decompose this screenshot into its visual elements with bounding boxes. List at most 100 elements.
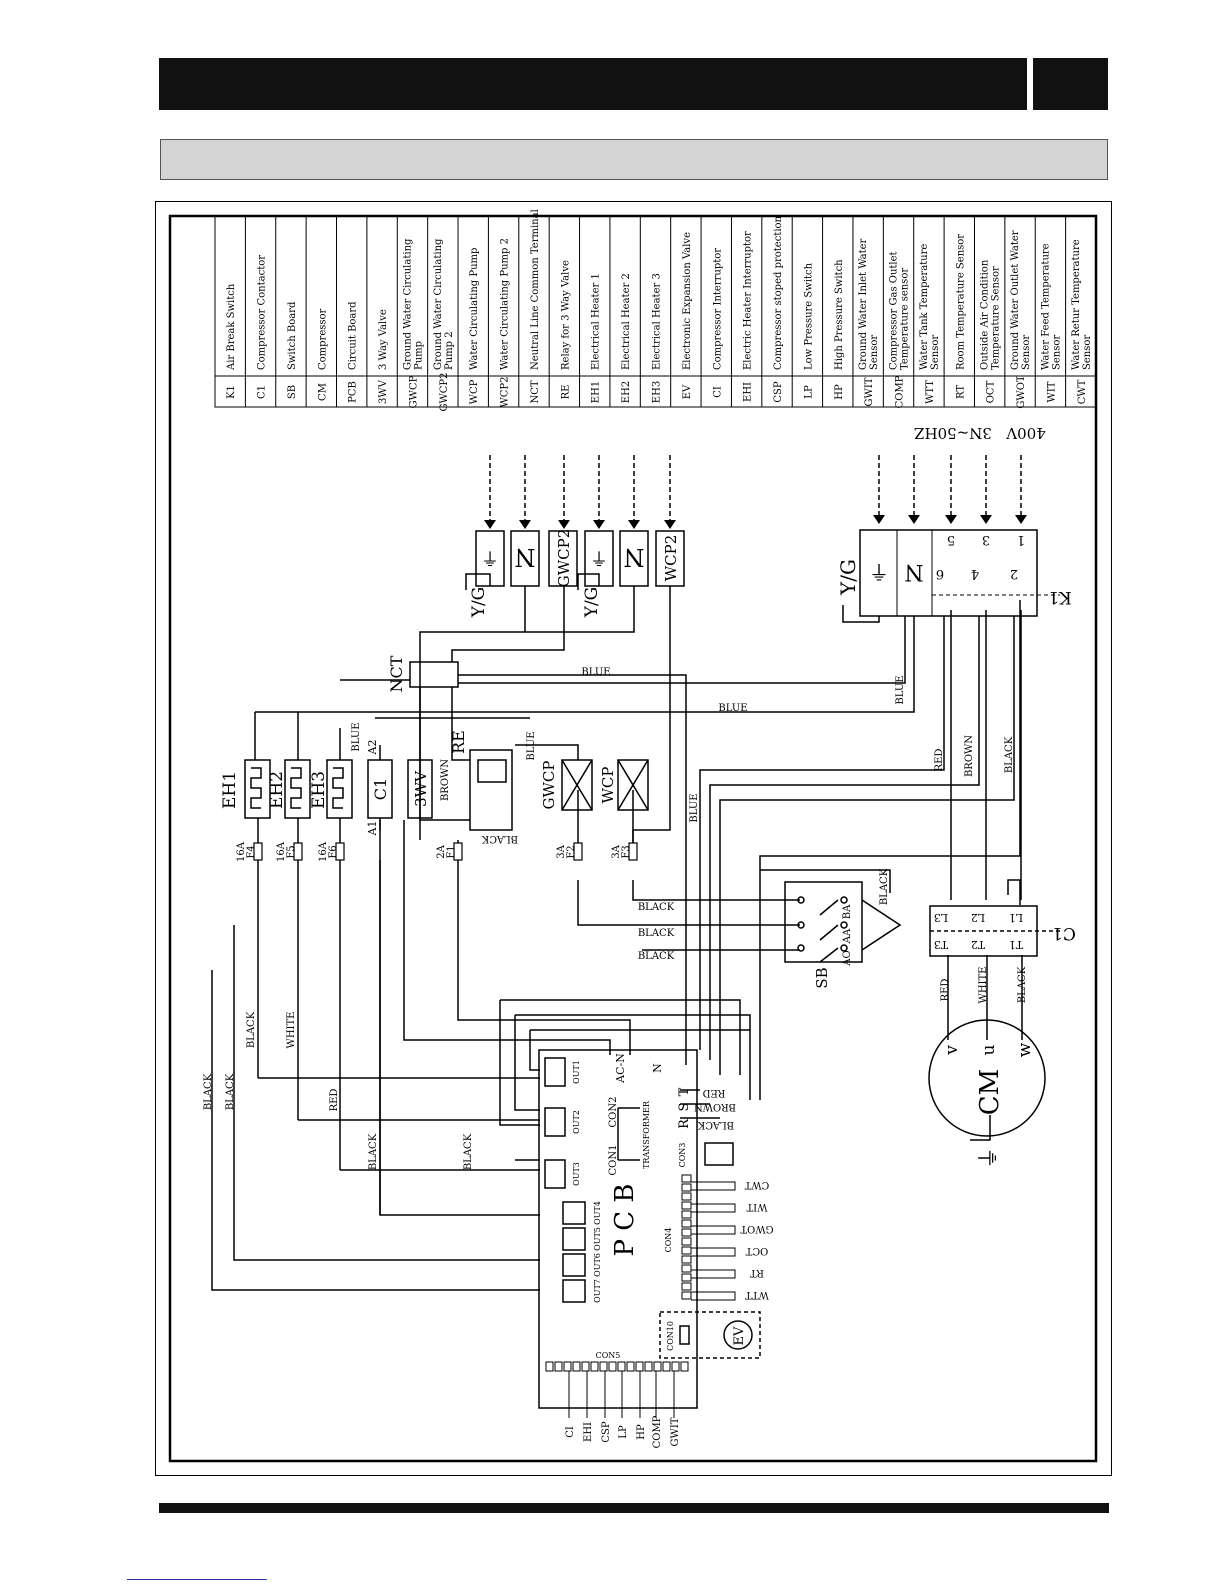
eh2-label: EH2 — [267, 771, 287, 809]
legend-desc: Electric Heater Interruptor — [743, 231, 754, 370]
out-yg-1: Y/G — [469, 587, 489, 619]
sb-terminal: AO — [842, 950, 853, 966]
con5-signal-label: LP — [618, 1425, 629, 1439]
wire-color-label: BLACK — [1017, 966, 1028, 1003]
legend-desc: Water Tank TemperatureSensor — [919, 244, 941, 370]
con4-sensor-label: GWOT — [740, 1223, 773, 1234]
wire-color-label: BLACK — [638, 928, 675, 939]
legend-code: CSP — [773, 381, 784, 403]
pcb-con2-label: CON2 — [608, 1097, 619, 1128]
con5-pin — [572, 1361, 581, 1372]
legend-desc: Compressor Interruptor — [712, 248, 723, 370]
legend-desc: Water Circulating Pump 2 — [500, 238, 511, 370]
con5-pin — [581, 1361, 590, 1372]
footer-link-underline[interactable] — [127, 1579, 267, 1580]
c1-label: C1 — [1052, 923, 1076, 943]
legend-desc: Switch Board — [287, 301, 298, 370]
wire-color-label: BLACK — [225, 1073, 236, 1110]
con5-pin — [644, 1361, 653, 1372]
legend-desc: Outside Air ConditionTemperature Sensor — [980, 259, 1002, 370]
pcb-n-label: N — [651, 1063, 664, 1073]
con4-pin — [681, 1264, 692, 1273]
out-neutral-2: N — [624, 543, 645, 571]
pcb-board — [538, 1049, 761, 1409]
svg-text:w: w — [1015, 1042, 1035, 1057]
c1-terminal: L1 — [1009, 911, 1023, 924]
legend-code: LP — [803, 385, 814, 399]
sb-terminal: BA — [842, 904, 853, 919]
con4-sensor-label: OCT — [745, 1245, 768, 1256]
wire-color-label: BLACK — [203, 1073, 214, 1110]
legend-desc: Electrical Heater 3 — [652, 273, 663, 370]
c1-contactor — [929, 905, 1060, 957]
con4-pin — [681, 1255, 692, 1264]
k1-earth: ⏚ — [869, 561, 889, 585]
wcp-label: WCP — [599, 767, 617, 804]
con5-pin — [608, 1361, 617, 1372]
legend-code: WCP — [469, 379, 480, 404]
con4-pin — [681, 1183, 692, 1192]
footer-bar — [159, 1503, 1109, 1513]
legend-code: GWIT — [864, 377, 875, 406]
legend-desc: Compressor Gas OutletTemperature sensor — [889, 251, 911, 370]
out-earth-2: ⏚ — [590, 550, 608, 571]
legend-code: GWCP2 — [439, 372, 450, 411]
cm-label: CM — [975, 1069, 1005, 1116]
wire-color-label: RED — [703, 1087, 726, 1098]
legend-desc: Ground Water CirculatingPump 2 — [433, 238, 455, 370]
pcb-t-label: T — [677, 1087, 692, 1096]
pcb-transformer-label: TRANSFORMER — [642, 1100, 651, 1169]
header-page-box — [1033, 58, 1108, 110]
out-gwcp2: GWCP2 — [555, 529, 573, 588]
fuse-rating: 16A — [276, 841, 287, 862]
pcb-r-label: R — [677, 1118, 692, 1129]
fuse-rating: 2A — [436, 844, 447, 858]
legend-code: WIT — [1046, 381, 1057, 402]
con4-pin — [681, 1210, 692, 1219]
k1-neutral: N — [904, 559, 923, 584]
gwcp-label: GWCP — [540, 761, 558, 810]
legend-desc: High Pressure Switch — [834, 259, 845, 370]
wire-color-label: BLACK — [368, 1133, 379, 1170]
pcb-con10-label: CON10 — [666, 1321, 675, 1351]
c1-terminal: L3 — [934, 911, 948, 924]
out-wcp2: WCP2 — [662, 535, 680, 582]
legend-code: RT — [955, 385, 966, 399]
con5-pin — [635, 1361, 644, 1372]
wire-color-label: RED — [329, 1089, 340, 1112]
c1-terminal: T2 — [971, 938, 985, 951]
legend-desc: Circuit Board — [348, 301, 359, 370]
3wv-label: 3WV — [412, 770, 430, 807]
fuse-id: F3 — [621, 845, 632, 858]
sb-label: SB — [813, 967, 831, 988]
con4-sensor-label: WIT — [746, 1201, 767, 1212]
legend-code: EH3 — [652, 381, 663, 403]
supply-voltage: 400V — [1005, 424, 1046, 442]
con4-pin — [681, 1192, 692, 1201]
legend-desc: Compressor Contactor — [257, 255, 268, 370]
k1-terminal: 3 — [982, 532, 990, 547]
supply-phase: 3N~50HZ — [914, 424, 992, 442]
con4-pin — [681, 1246, 692, 1255]
k1-terminal: 4 — [971, 566, 979, 581]
con4-pin — [681, 1273, 692, 1282]
fuse-rating: 16A — [236, 841, 247, 862]
con4-pin — [681, 1228, 692, 1237]
legend-code: SB — [287, 385, 298, 399]
legend-code: C1 — [257, 385, 268, 399]
fuse-rating: 3A — [611, 844, 622, 858]
c1-terminal: L2 — [971, 911, 985, 924]
cm-earth: ⏚ — [977, 1147, 1002, 1169]
k1-terminal: 6 — [936, 566, 944, 581]
fuse-id: F5 — [286, 845, 297, 858]
legend-code: EV — [682, 384, 693, 399]
fuse-id: F1 — [446, 845, 457, 858]
section-title-bar — [160, 139, 1108, 180]
legend-desc: 3 Way Valve — [378, 309, 389, 370]
eh3-label: EH3 — [309, 771, 329, 809]
k1-yg: Y/G — [836, 559, 860, 596]
svg-text:u: u — [979, 1044, 999, 1055]
fuse-id: F4 — [246, 845, 257, 858]
pcb-out-label: OUT2 — [572, 1110, 581, 1134]
wire-color-label: BLACK — [697, 1119, 734, 1130]
